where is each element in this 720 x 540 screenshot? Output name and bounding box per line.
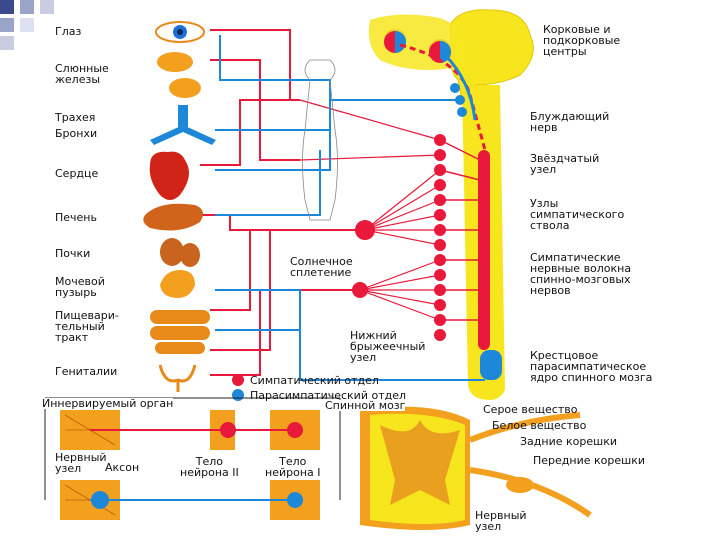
label-innervated-organ: Иннервируемый орган — [42, 397, 174, 410]
genitals-icon — [158, 364, 197, 392]
label-body1: Тело нейрона I — [265, 455, 321, 479]
sympathetic-ganglia — [434, 134, 446, 341]
label-sacral: Крестцовое парасимпатическое ядро спинно… — [530, 349, 653, 384]
neuron-diagram — [44, 397, 341, 520]
label-body2: Тело нейрона II — [180, 455, 239, 479]
bladder-icon — [160, 270, 195, 298]
label-nerve-node: Нервный узел — [55, 451, 107, 475]
spinal-cross-section — [360, 406, 592, 530]
brain — [449, 9, 534, 101]
label-kidneys: Почки — [55, 247, 91, 260]
label-inferior-mesenteric: Нижний брыжеечный узел — [350, 329, 426, 364]
label-gray-matter: Серое вещество — [483, 403, 578, 416]
label-bladder: Мочевой пузырь — [55, 275, 105, 299]
trachea-icon — [150, 105, 216, 145]
eye-icon — [155, 21, 205, 43]
salivary-gland-icon — [157, 52, 201, 98]
label-eye: Глаз — [55, 25, 82, 38]
label-sympathetic-trunk: Узлы симпатического ствола — [530, 197, 625, 232]
heart-icon — [149, 151, 189, 200]
label-anterior-roots: Передние корешки — [533, 454, 645, 467]
sacral-nucleus — [480, 350, 502, 380]
liver-icon — [143, 203, 204, 231]
legend-sympathetic-label: Симпатический отдел — [250, 374, 379, 387]
label-salivary: Слюнные железы — [55, 62, 109, 86]
label-solar-plexus: Солнечное сплетение — [290, 255, 353, 279]
legend-sympathetic-dot — [232, 374, 244, 386]
sympathetic-column — [478, 150, 490, 350]
label-posterior-roots: Задние корешки — [520, 435, 617, 448]
label-heart: Сердце — [55, 167, 99, 180]
label-stellate: Звёздчатый узел — [530, 152, 600, 176]
label-liver: Печень — [55, 211, 97, 224]
intestine-icon — [150, 310, 210, 354]
legend-parasympathetic-label: Парасимпатический отдел — [250, 389, 407, 402]
label-white-matter: Белое вещество — [492, 419, 587, 432]
label-spinal-cord: Спинной мозг — [325, 399, 406, 412]
label-trachea: Трахея — [55, 111, 96, 124]
label-sympathetic-fibers: Симпатические нервные волокна спинно-моз… — [530, 251, 632, 297]
label-cortical: Корковые и подкорковые центры — [543, 23, 621, 58]
legend-parasympathetic-dot — [232, 389, 244, 401]
label-axon: Аксон — [105, 461, 140, 474]
label-bronchi: Бронхи — [55, 127, 98, 140]
label-vagus: Блуждающий нерв — [530, 110, 610, 134]
slide-corner-decoration — [0, 0, 60, 50]
kidneys-icon — [160, 238, 200, 267]
label-genitals: Гениталии — [55, 365, 118, 378]
label-nerve-node-2: Нервный узел — [475, 509, 527, 533]
label-digestive: Пищевари- тельный тракт — [55, 309, 119, 344]
